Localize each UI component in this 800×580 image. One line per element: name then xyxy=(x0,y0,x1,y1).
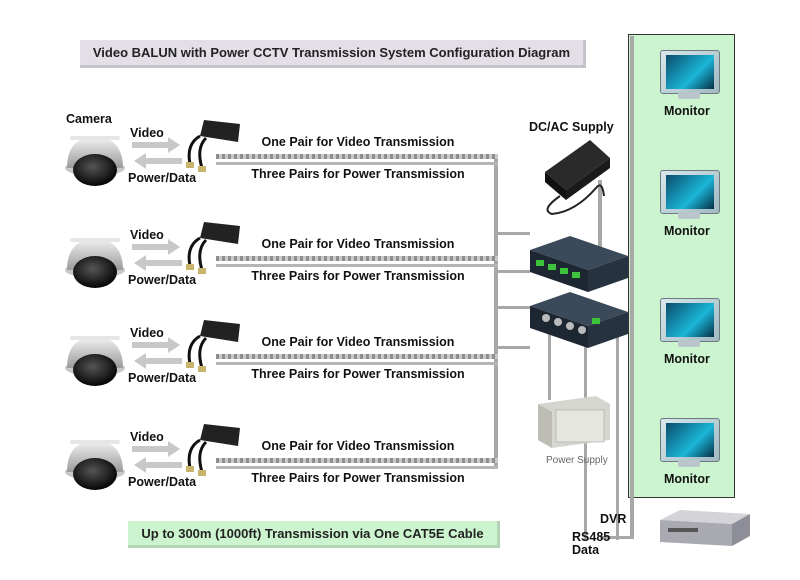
video-balun-icon xyxy=(186,424,240,476)
camera-icon xyxy=(65,136,125,186)
video-tx-label: One Pair for Video Transmission xyxy=(261,135,455,149)
camera-icon xyxy=(65,440,125,490)
power-hub-icon xyxy=(530,236,628,292)
video-balun-icon xyxy=(186,120,240,172)
signal-arrows xyxy=(132,239,182,271)
cat5e-cable-shadow xyxy=(216,264,498,267)
monitor-label: Monitor xyxy=(664,224,710,238)
power-data-label: Power/Data xyxy=(128,273,197,287)
rs485-label: RS485 xyxy=(572,530,611,544)
signal-arrows xyxy=(132,441,182,473)
cat5e-cable-shadow xyxy=(216,466,498,469)
signal-arrows xyxy=(132,137,182,169)
cat5e-cable xyxy=(216,458,498,463)
footer-note: Up to 300m (1000ft) Transmission via One… xyxy=(128,521,500,548)
power-supply-label: Power Supply xyxy=(546,455,608,466)
monitor-label: Monitor xyxy=(664,472,710,486)
trunk-line xyxy=(494,154,498,466)
dvr-label: DVR xyxy=(600,512,627,526)
video-tx-label: One Pair for Video Transmission xyxy=(261,439,455,453)
power-tx-label: Three Pairs for Power Transmission xyxy=(251,269,465,283)
monitor-bus xyxy=(630,36,634,536)
video-balun-icon xyxy=(186,320,240,372)
monitor-icon xyxy=(658,298,720,348)
monitor-label: Monitor xyxy=(664,104,710,118)
power-supply-box-icon xyxy=(538,396,610,448)
video-label: Video xyxy=(130,126,164,140)
video-label: Video xyxy=(130,228,164,242)
camera-label: Camera xyxy=(66,112,112,126)
monitor-icon xyxy=(658,170,720,220)
cat5e-cable-shadow xyxy=(216,362,498,365)
monitor-icon xyxy=(658,418,720,468)
monitor-icon xyxy=(658,50,720,100)
power-data-label: Power/Data xyxy=(128,371,197,385)
camera-icon xyxy=(65,238,125,288)
power-tx-label: Three Pairs for Power Transmission xyxy=(251,167,465,181)
dvr-line xyxy=(616,330,619,540)
cat5e-cable-shadow xyxy=(216,162,498,165)
video-tx-label: One Pair for Video Transmission xyxy=(261,237,455,251)
psu-line xyxy=(548,330,551,400)
diagram-title: Video BALUN with Power CCTV Transmission… xyxy=(80,40,586,68)
video-tx-label: One Pair for Video Transmission xyxy=(261,335,455,349)
data-label: Data xyxy=(572,543,600,557)
power-adapter-icon xyxy=(545,140,610,216)
camera-icon xyxy=(65,336,125,386)
video-label: Video xyxy=(130,430,164,444)
cat5e-cable xyxy=(216,256,498,261)
dvr-link xyxy=(600,536,634,539)
supply-label: DC/AC Supply xyxy=(529,120,614,134)
power-data-label: Power/Data xyxy=(128,171,197,185)
power-tx-label: Three Pairs for Power Transmission xyxy=(251,471,465,485)
dvr-icon xyxy=(660,510,750,546)
video-label: Video xyxy=(130,326,164,340)
cat5e-cable xyxy=(216,154,498,159)
monitor-label: Monitor xyxy=(664,352,710,366)
power-data-label: Power/Data xyxy=(128,475,197,489)
video-balun-icon xyxy=(186,222,240,274)
balun-hub-icon xyxy=(530,292,628,348)
signal-arrows xyxy=(132,337,182,369)
supply-line xyxy=(598,180,602,250)
cat5e-cable xyxy=(216,354,498,359)
power-tx-label: Three Pairs for Power Transmission xyxy=(251,367,465,381)
